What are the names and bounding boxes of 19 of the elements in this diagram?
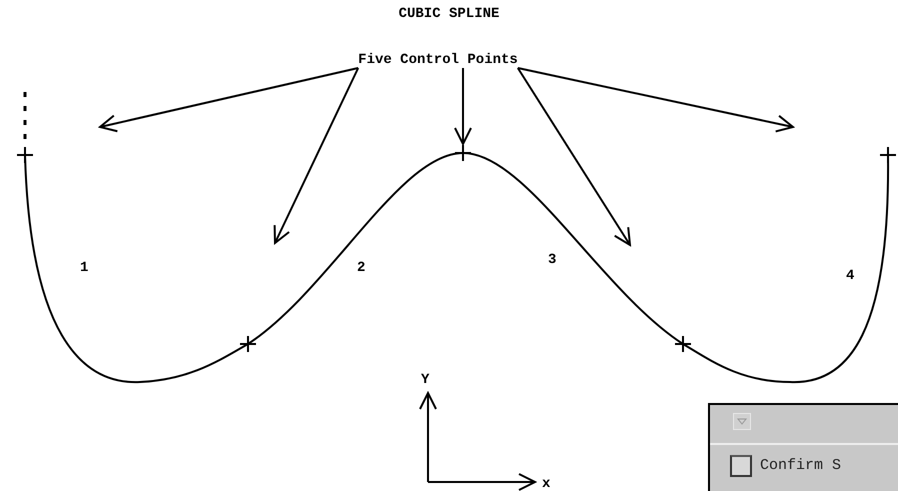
checkbox-label: Confirm S bbox=[760, 458, 842, 474]
heading-text: Five Control Points bbox=[358, 52, 518, 68]
edge-label: 1 bbox=[80, 260, 88, 276]
axis-label: Y bbox=[421, 372, 430, 388]
control-point-mark bbox=[879, 146, 897, 164]
edge-label: 2 bbox=[357, 260, 366, 276]
control-point-mark bbox=[454, 144, 472, 162]
edge-label: 3 bbox=[548, 252, 556, 268]
edge-label: 4 bbox=[846, 268, 854, 284]
arrow bbox=[454, 68, 472, 145]
axis-label: x bbox=[542, 476, 550, 491]
arrow bbox=[99, 67, 358, 132]
control-point-mark bbox=[239, 335, 257, 353]
control-point-mark bbox=[16, 146, 34, 164]
title: CUBIC SPLINE bbox=[398, 6, 500, 22]
arrow bbox=[516, 67, 631, 246]
control-point-mark bbox=[674, 335, 692, 353]
arrow bbox=[518, 67, 794, 132]
arrow bbox=[274, 68, 360, 244]
